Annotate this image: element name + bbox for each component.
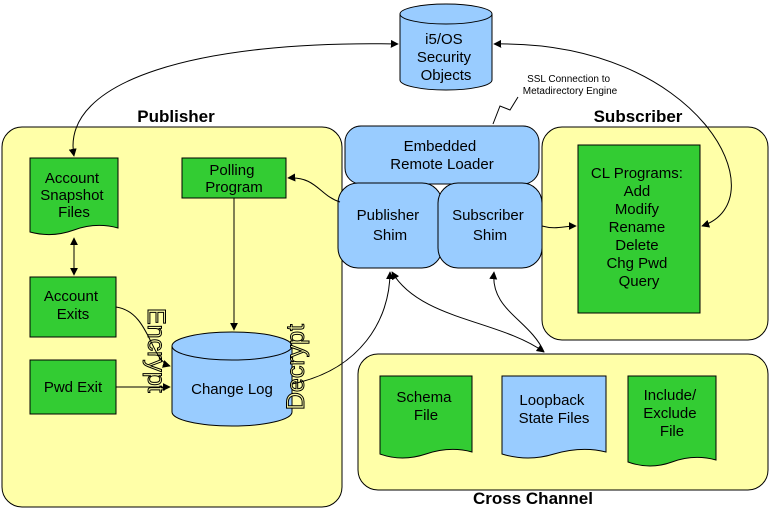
subscriber-shim-box (437, 182, 543, 269)
polling-program-line-1: Polling (209, 162, 254, 179)
svg-text:Schema File: Schema File (396, 389, 455, 424)
schema-file-line-2: File (414, 407, 438, 424)
changelog-to-pubshim-arrow (291, 271, 394, 385)
schema-file-doc (379, 375, 473, 459)
schema-file-line-1: Schema (396, 389, 452, 406)
subshim-to-clprograms-arrow (541, 222, 577, 231)
polling-program-box (181, 157, 287, 199)
cl-programs-line-4: Rename (609, 219, 666, 236)
cl-programs-line-7: Query (619, 273, 660, 290)
cl-programs-line-1: CL Programs: (591, 165, 683, 182)
svg-text:Include/ Exclude File: Include/ Exclude File (643, 387, 701, 440)
change-log-cylinder: Change Log (171, 331, 293, 427)
security-line-3: Objects (421, 67, 472, 84)
pubshim-to-polling-arrow (287, 173, 341, 203)
svg-text:Embedded Remote Loader: Embedded Remote Loader (390, 138, 493, 173)
account-snapshot-line-3: Files (58, 204, 90, 221)
change-log-label: Change Log (191, 381, 273, 398)
cl-programs-line-5: Delete (615, 237, 658, 254)
subscriber-shim-line-2: Shim (473, 227, 507, 244)
account-exits-box (29, 276, 117, 338)
account-snapshot-files-doc (29, 157, 119, 236)
account-exits-line-1: Account (44, 288, 99, 305)
account-exits-to-changelog-arrow (115, 306, 171, 368)
loopback-line-2: State Files (519, 410, 590, 427)
ssl-lightning (492, 96, 519, 125)
cl-programs-line-3: Modify (615, 201, 660, 218)
security-objects-cylinder: i5/OS Security Objects (399, 3, 493, 91)
cl-programs-line-2: Add (624, 183, 651, 200)
ssl-note: SSL Connection to Metadirectory Engine (523, 74, 618, 97)
svg-text:Account Snapshot Files: Account Snapshot Files (40, 170, 108, 221)
remote-loader-line-1: Embedded (404, 138, 477, 155)
subscriber-title: Subscriber (594, 107, 683, 126)
publisher-shim-line-2: Shim (373, 227, 407, 244)
include-exclude-line-3: File (660, 423, 684, 440)
account-snapshot-line-2: Snapshot (40, 187, 104, 204)
polling-program-line-2: Program (205, 179, 263, 196)
subscriber-shim-line-1: Subscriber (452, 207, 524, 224)
security-line-2: Security (417, 49, 472, 66)
remote-loader-box (344, 125, 540, 185)
subshim-crosschannel-arrow (489, 271, 545, 353)
include-exclude-line-2: Exclude (643, 405, 696, 422)
cross-channel-title: Cross Channel (473, 489, 593, 508)
cl-programs-line-6: Chg Pwd (606, 255, 667, 272)
svg-text:Account Exits: Account Exits (44, 288, 102, 323)
loopback-state-files-doc (501, 375, 607, 459)
account-exits-line-2: Exits (57, 306, 90, 323)
pubshim-crosschannel-arrow (391, 271, 545, 353)
security-line-1: i5/OS (425, 31, 463, 48)
publisher-shim-line-1: Publisher (357, 207, 420, 224)
pwd-exit-label: Pwd Exit (44, 379, 103, 396)
encrypt-label: Encrypt (142, 308, 170, 393)
remote-loader-line-2: Remote Loader (390, 156, 493, 173)
include-exclude-line-1: Include/ (644, 387, 697, 404)
publisher-title: Publisher (137, 107, 215, 126)
decrypt-label: Decrypt (282, 324, 310, 410)
security-to-snapshot-arrow (68, 39, 399, 157)
include-exclude-file-doc (627, 375, 717, 467)
svg-text:Polling Program: Polling Program (205, 162, 263, 196)
svg-text:i5/OS Security Obj: i5/OS Security Objects (417, 31, 475, 84)
security-to-clprograms-arrow (493, 39, 732, 228)
pwd-exit-box (29, 359, 117, 415)
publisher-shim-box (337, 182, 443, 269)
svg-text:Publisher Shim: Publisher Shim (357, 207, 424, 244)
account-snapshot-line-1: Account (45, 170, 100, 187)
loopback-line-1: Loopback (519, 392, 585, 409)
svg-text:Loopback State Files: Loopback State Files (519, 392, 590, 427)
